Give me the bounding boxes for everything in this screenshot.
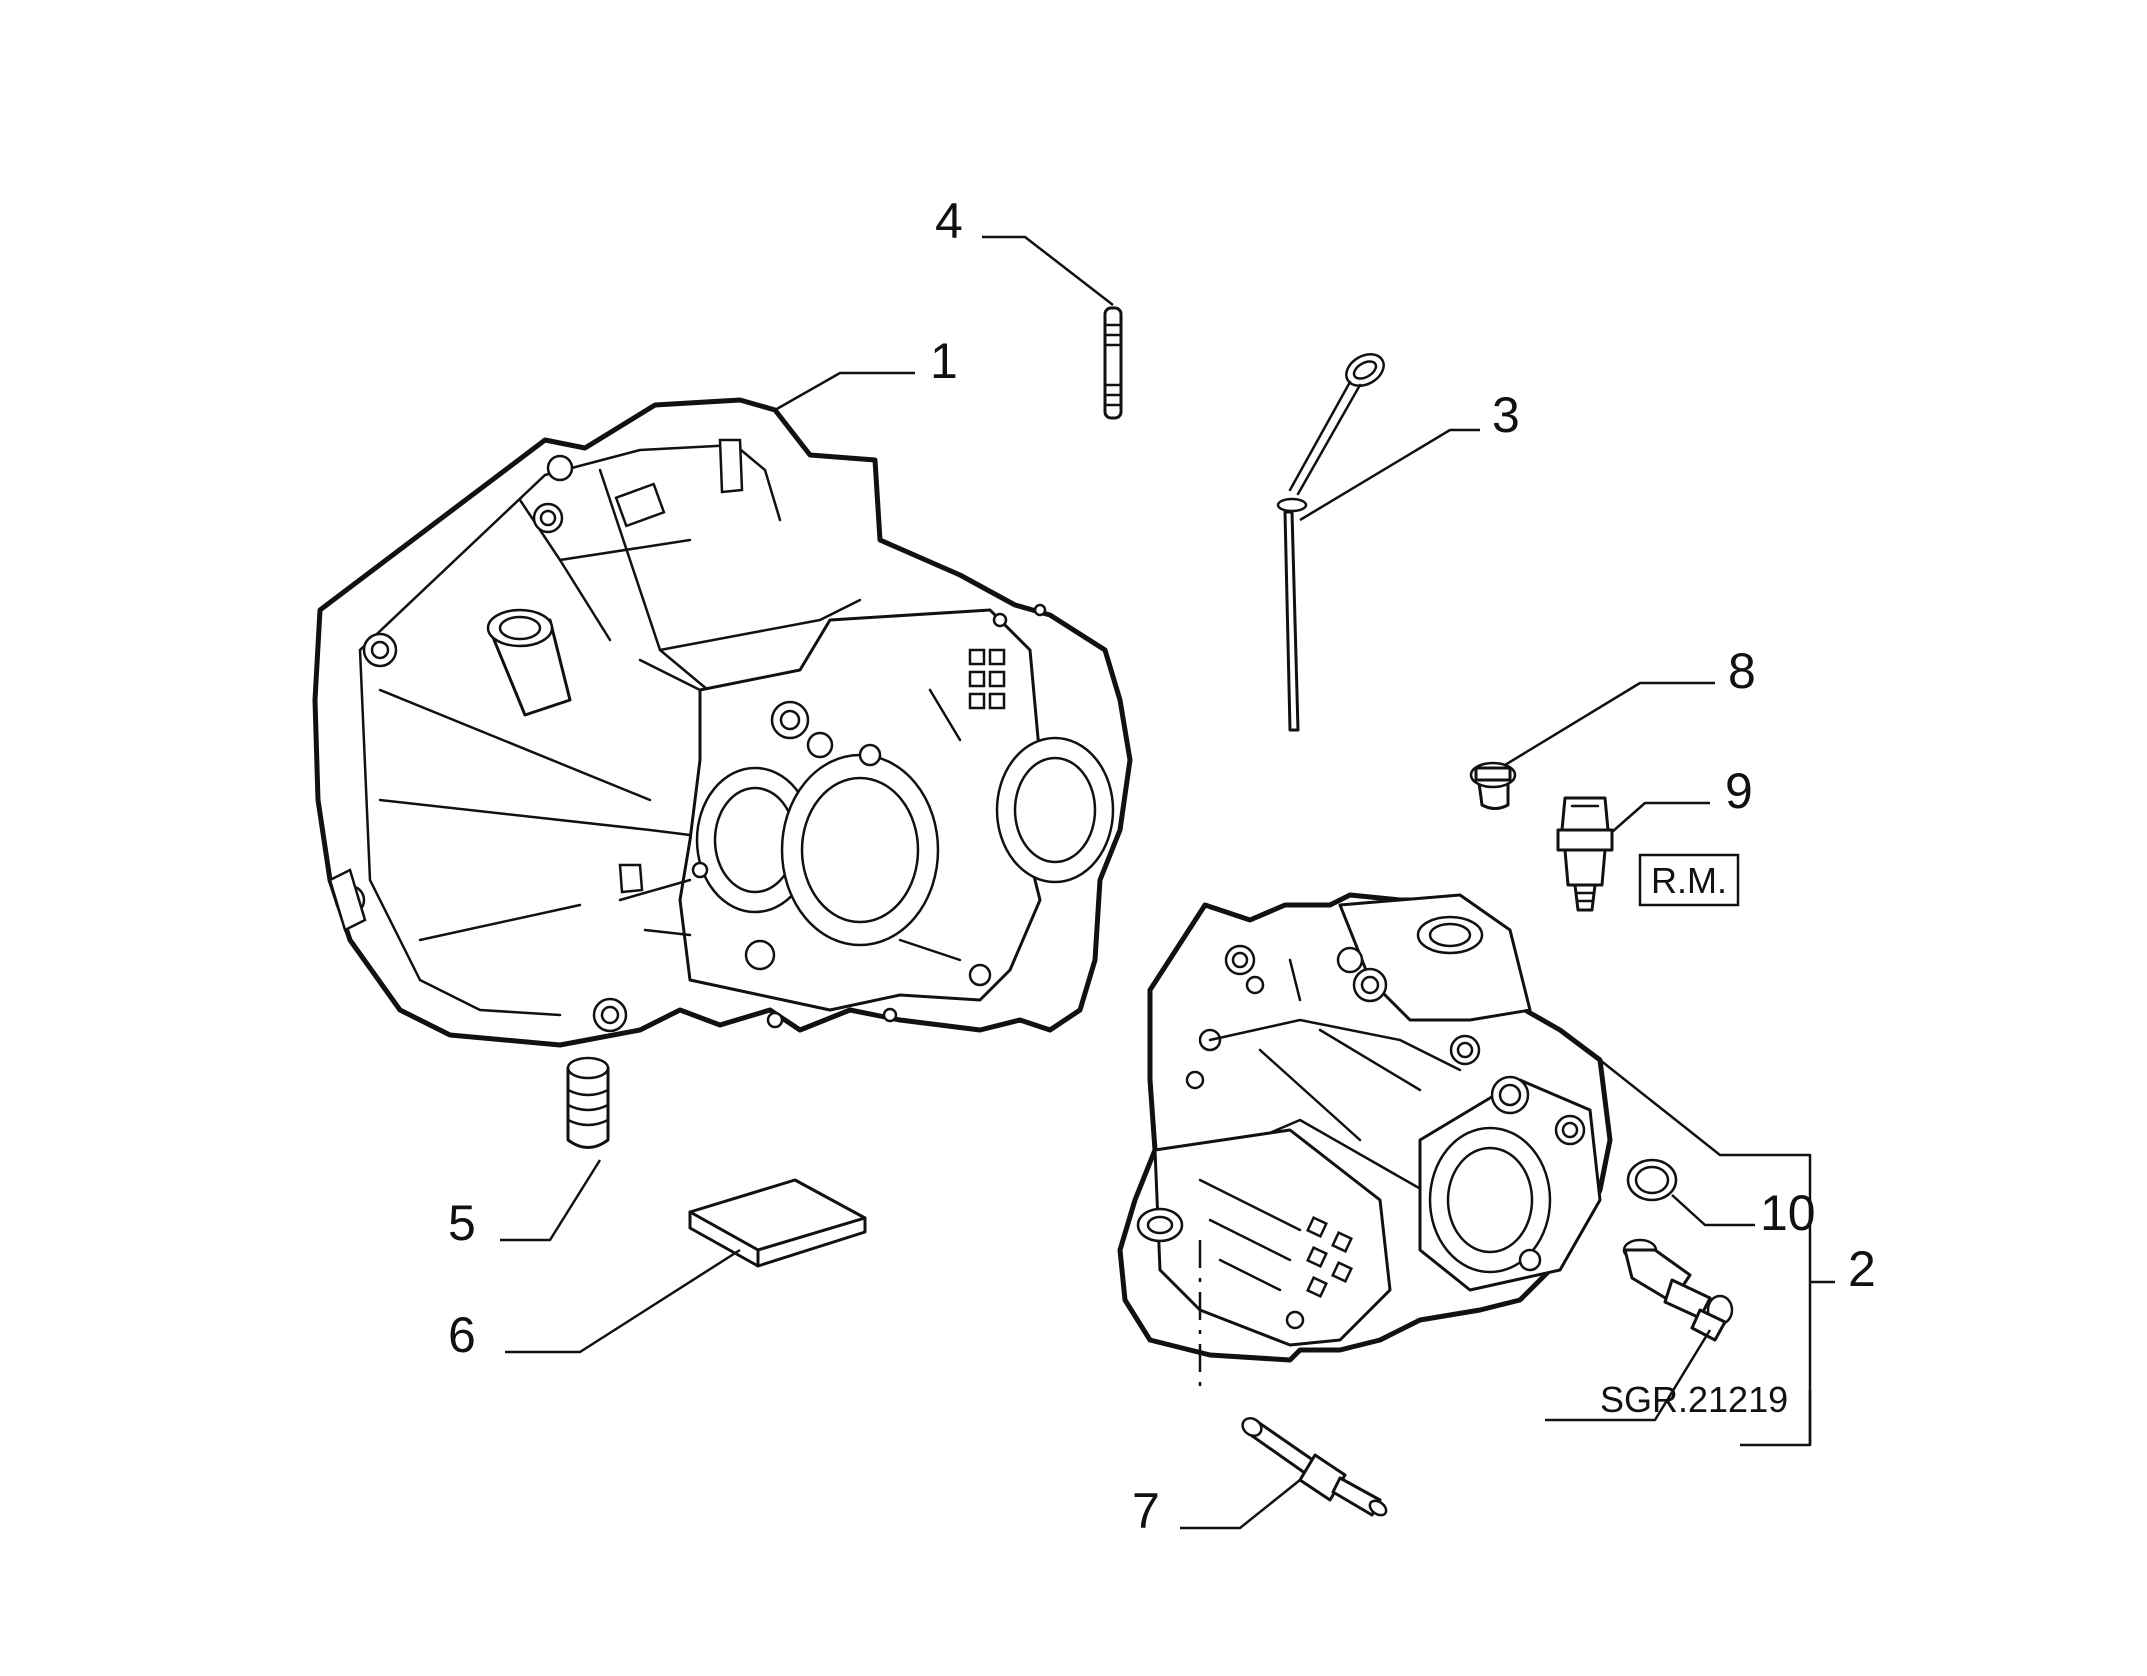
leader-8: [1504, 681, 1715, 767]
leader-7: [1180, 1479, 1301, 1530]
callout-10: 10: [1760, 1185, 1816, 1241]
leader-sgr: [1545, 1329, 1712, 1422]
housing-tube: [486, 608, 572, 717]
part-8-plug: [1469, 761, 1517, 810]
part-1-clutch-housing: [312, 397, 1133, 1048]
leader-9: [1611, 801, 1710, 833]
leader-5: [500, 1159, 602, 1242]
leader-2-bracket: [1599, 1059, 1835, 1447]
part-2-gearbox-case: [1117, 892, 1613, 1363]
callout-9: 9: [1725, 763, 1753, 819]
housing-bore-center: [780, 753, 940, 947]
part-9-sensor: [1556, 796, 1614, 912]
leader-6: [505, 1248, 741, 1354]
callout-7: 7: [1132, 1483, 1160, 1539]
part-6-sealant-pad: [688, 1178, 867, 1268]
callout-8: 8: [1728, 643, 1756, 699]
case-grill: [1153, 1128, 1392, 1347]
rm-note-label: R.M.: [1651, 860, 1727, 901]
callout-5: 5: [448, 1195, 476, 1251]
callout-4: 4: [935, 193, 963, 249]
part-3-dipstick: [1276, 353, 1385, 732]
part-7-bolt: [1241, 1417, 1388, 1517]
part-5-plug: [566, 1056, 610, 1149]
rm-note-box: R.M.: [1638, 853, 1740, 907]
leader-4: [982, 235, 1114, 306]
case-fitting-part: [1622, 1238, 1734, 1342]
callout-2: 2: [1848, 1241, 1876, 1297]
part-4-stud: [1103, 306, 1123, 420]
reference-code: SGR.21219: [1600, 1379, 1788, 1420]
callout-3: 3: [1492, 387, 1520, 443]
leader-1: [774, 371, 915, 412]
callout-6: 6: [448, 1307, 476, 1363]
housing-bore-right: [995, 736, 1115, 884]
leader-3: [1299, 428, 1480, 522]
part-10-seal-ring: [1626, 1158, 1678, 1202]
callout-1: 1: [930, 333, 958, 389]
leader-10: [1671, 1194, 1755, 1227]
